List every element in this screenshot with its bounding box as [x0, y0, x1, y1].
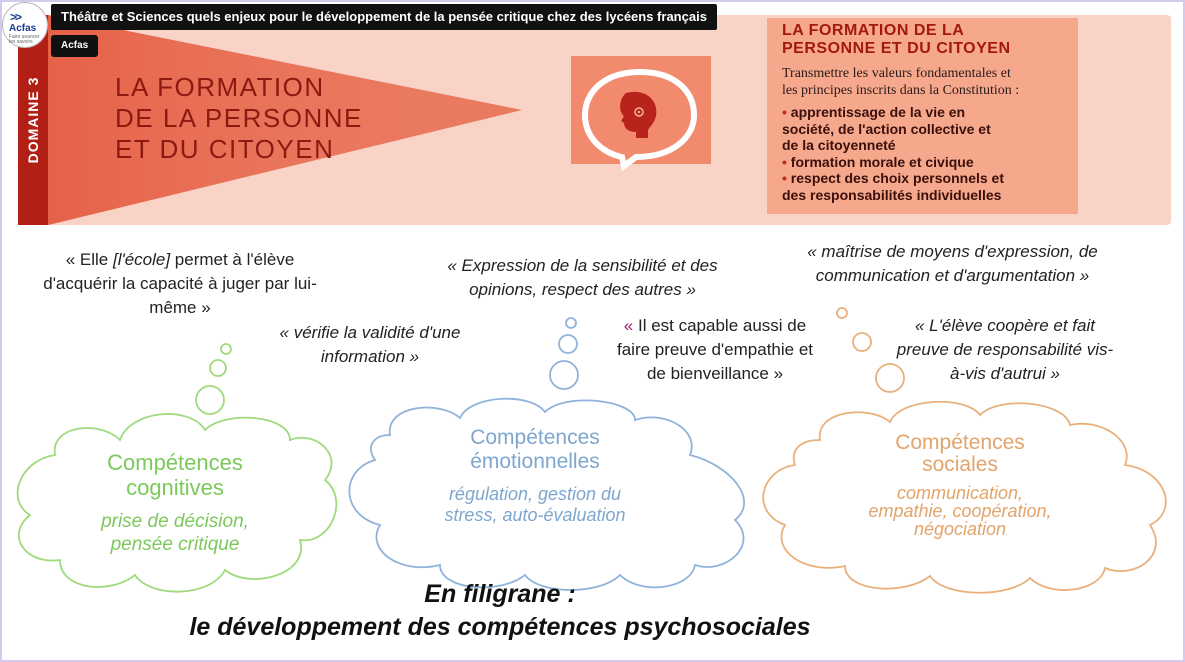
- logo-tagline: Faire avancer les savoirs: [9, 34, 40, 45]
- channel-chip[interactable]: Acfas: [51, 35, 99, 57]
- bullet-mark: •: [782, 170, 787, 186]
- quote-line: même »: [149, 298, 211, 317]
- heading-line: DE LA PERSONNE: [115, 103, 363, 133]
- quote-text: [l'école]: [112, 250, 171, 269]
- info-title-line: PERSONNE ET DU CITOYEN: [782, 40, 1011, 57]
- cloud-sub-line: négociation: [913, 519, 1007, 539]
- cloud-sub-line: régulation, gestion du: [448, 484, 622, 504]
- thought-bubble: [195, 385, 225, 415]
- footer-caption: En filigrane : le développement des comp…: [0, 578, 1000, 644]
- cloud-emotional: [348, 397, 745, 591]
- social-title: Compétences sociales: [855, 432, 1065, 476]
- quote-cooperation: « L'élève coopère et fait preuve de resp…: [890, 314, 1120, 386]
- cognitive-title: Compétences cognitives: [60, 450, 290, 500]
- quote-text: « Elle: [65, 250, 113, 269]
- emotional-subtitle: régulation, gestion du stress, auto-éval…: [420, 484, 650, 526]
- quote-line: « Expression de la sensibilité et des: [447, 256, 718, 275]
- heading-line: LA FORMATION: [115, 72, 325, 102]
- banner-heading: LA FORMATION DE LA PERSONNE ET DU CITOYE…: [115, 72, 363, 165]
- quote-line: « L'élève coopère et fait: [915, 316, 1095, 335]
- cloud-title-line: Compétences: [107, 450, 243, 475]
- quote-line: à-vis d'autrui »: [949, 364, 1061, 383]
- logo-brand: Acfas: [9, 23, 37, 34]
- info-intro-line: les principes inscrits dans la Constitut…: [782, 83, 1020, 98]
- info-intro-line: Transmettre les valeurs fondamentales et: [782, 66, 1011, 81]
- cognitive-subtitle: prise de décision, pensée critique: [60, 510, 290, 556]
- thought-bubble: [836, 307, 848, 319]
- cloud-sub-line: pensée critique: [110, 534, 240, 555]
- cloud-title-line: Compétences: [895, 431, 1025, 454]
- bullet-item: • apprentissage de la vie en société, de…: [782, 104, 1004, 154]
- cloud-social: [762, 400, 1167, 594]
- quote-empathy: « Il est capable aussi de faire preuve d…: [580, 314, 850, 386]
- quote-line: d'acquérir la capacité à juger par lui-: [43, 274, 317, 293]
- cloud-cognitive: [16, 413, 338, 593]
- cloud-sub-line: stress, auto-évaluation: [444, 505, 626, 525]
- cloud-sub-line: communication,: [896, 483, 1024, 503]
- thought-bubble: [852, 332, 872, 352]
- social-subtitle: communication, empathie, coopération, né…: [830, 484, 1090, 538]
- quote-line: opinions, respect des autres »: [469, 280, 696, 299]
- quote-text: Il est capable aussi de: [633, 316, 807, 335]
- bullet-line: apprentissage de la vie en: [790, 104, 966, 120]
- bullet-mark: •: [782, 153, 787, 170]
- cloud-title-line: émotionnelles: [470, 450, 600, 473]
- bullet-line: respect des choix personnels et: [790, 170, 1004, 186]
- bullet-line: société, de l'action collective et: [782, 120, 991, 137]
- bullet-item: • respect des choix personnels et des re…: [782, 170, 1004, 203]
- quote-line: communication et d'argumentation »: [815, 266, 1090, 285]
- info-box: [767, 18, 1078, 214]
- thought-bubble: [565, 317, 577, 329]
- quote-information: « vérifie la validité d'une information …: [245, 321, 495, 369]
- thought-bubble: [209, 359, 227, 377]
- thought-bubble: [220, 343, 232, 355]
- quote-line: faire preuve d'empathie et: [616, 340, 814, 359]
- quote-line: preuve de responsabilité vis-: [896, 340, 1114, 359]
- cloud-title-line: Compétences: [470, 426, 600, 449]
- domain-strip: [18, 15, 48, 225]
- bullet-item: • formation morale et civique: [782, 154, 1004, 171]
- footer-line: En filigrane :: [424, 580, 576, 608]
- bullet-line: formation morale et civique: [790, 153, 974, 170]
- heading-line: ET DU CITOYEN: [115, 134, 335, 164]
- quote-line: « maîtrise de moyens d'expression, de: [807, 242, 1098, 261]
- bullet-mark: •: [782, 104, 787, 120]
- cloud-sub-line: prise de décision,: [101, 511, 249, 532]
- quote-expression: « maîtrise de moyens d'expression, de co…: [765, 240, 1140, 288]
- thought-bubble: [549, 360, 579, 390]
- video-title: Théâtre et Sciences quels enjeux pour le…: [51, 4, 717, 30]
- bullet-line: de la citoyenneté: [782, 137, 896, 153]
- quote-line: information »: [320, 347, 420, 366]
- quote-line: « vérifie la validité d'une: [279, 323, 461, 342]
- cloud-title-line: cognitives: [126, 475, 224, 500]
- quote-line: de bienveillance »: [646, 364, 784, 383]
- info-intro: Transmettre les valeurs fondamentales et…: [782, 65, 1019, 99]
- quote-mark: «: [623, 316, 634, 335]
- cloud-sub-line: empathie, coopération,: [868, 501, 1052, 521]
- cloud-title-line: sociales: [922, 453, 998, 476]
- acfas-logo[interactable]: >> Acfas Faire avancer les savoirs: [2, 2, 48, 48]
- quote-text: permet à l'élève: [170, 250, 295, 269]
- logo-arrows-icon: >>: [10, 10, 22, 24]
- quote-judgment: « Elle [l'école] permet à l'élève d'acqu…: [0, 248, 360, 320]
- thought-bubble: [875, 363, 905, 393]
- thought-bubble: [558, 334, 578, 354]
- info-title-line: LA FORMATION DE LA: [782, 22, 965, 39]
- bullet-line: des responsabilités individuelles: [782, 186, 1002, 203]
- footer-line: le développement des compétences psychos…: [189, 613, 811, 641]
- info-bullet-list: • apprentissage de la vie en société, de…: [782, 104, 1004, 203]
- info-title: LA FORMATION DE LA PERSONNE ET DU CITOYE…: [782, 22, 1011, 58]
- quote-sensibility: « Expression de la sensibilité et des op…: [405, 254, 760, 302]
- emotional-title: Compétences émotionnelles: [420, 426, 650, 474]
